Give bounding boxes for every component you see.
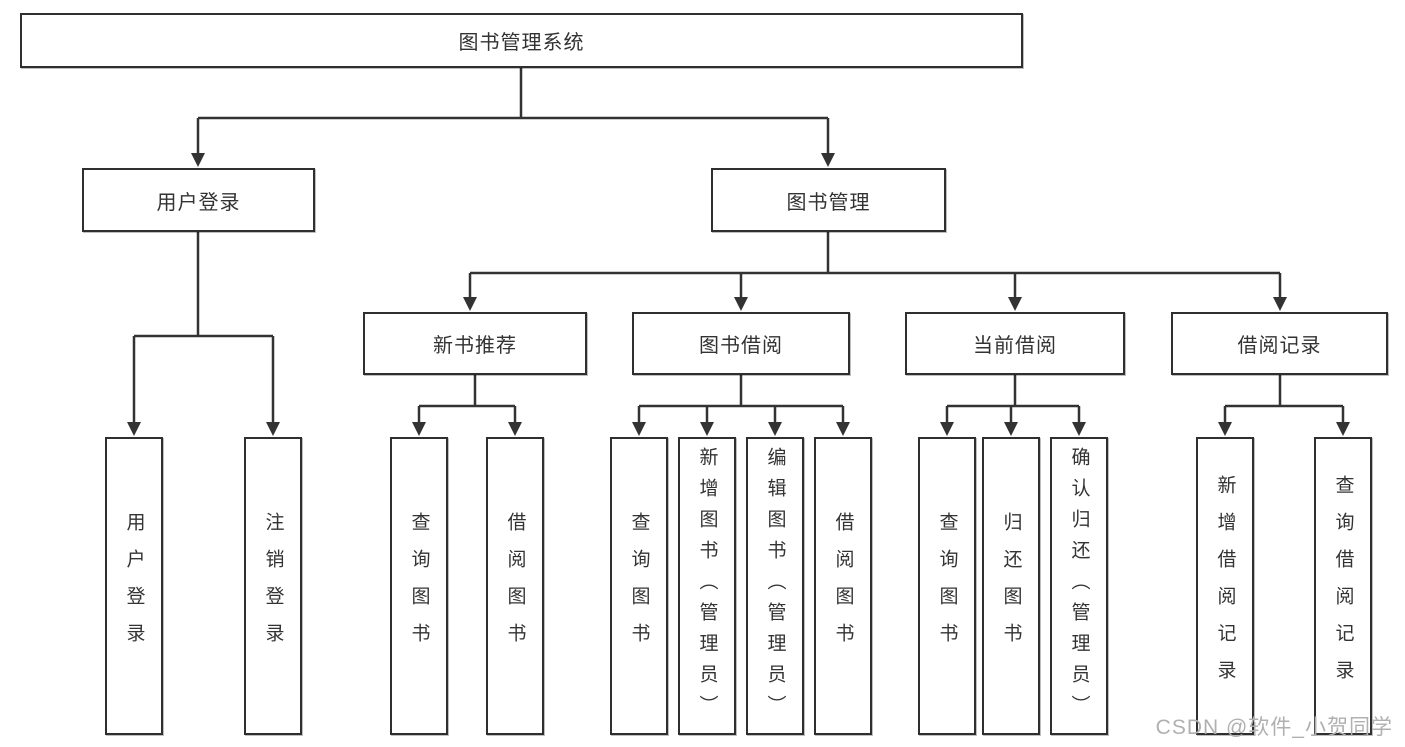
node-book-borrow: 图书借阅 <box>632 312 850 375</box>
leaf-query-book: 查询图书 <box>610 437 668 735</box>
leaf-query-book: 查询图书 <box>390 437 448 735</box>
node-book-management: 图书管理 <box>711 168 946 232</box>
node-current-borrow: 当前借阅 <box>905 312 1125 375</box>
leaf-label: 编辑图书（管理员） <box>764 446 786 726</box>
leaf-query-book: 查询图书 <box>918 437 976 735</box>
leaf-label: 查询图书 <box>936 512 958 660</box>
node-label: 借阅记录 <box>1237 335 1322 357</box>
arrowhead <box>127 422 141 436</box>
arrowhead <box>836 422 850 436</box>
node-label: 当前借阅 <box>973 335 1057 357</box>
arrowhead <box>1218 422 1232 436</box>
arrowhead <box>700 422 714 436</box>
leaf-label: 确认归还（管理员） <box>1068 446 1090 726</box>
arrowhead <box>412 422 426 436</box>
arrowhead <box>821 153 835 167</box>
leaf-label: 用户登录 <box>123 512 145 660</box>
arrowhead <box>1072 422 1086 436</box>
arrowhead <box>768 422 782 436</box>
arrowhead <box>1004 422 1018 436</box>
arrowhead <box>463 297 477 311</box>
node-label: 图书管理系统 <box>458 32 585 54</box>
node-new-book-recommend: 新书推荐 <box>363 312 587 375</box>
arrowhead <box>1336 422 1350 436</box>
leaf-label: 注销登录 <box>262 512 284 660</box>
leaf-query-borrow-record: 查询借阅记录 <box>1314 437 1372 735</box>
leaf-label: 借阅图书 <box>504 512 526 660</box>
leaf-confirm-return-admin: 确认归还（管理员） <box>1050 437 1108 735</box>
arrowhead <box>734 297 748 311</box>
arrowhead <box>632 422 646 436</box>
leaf-label: 借阅图书 <box>832 512 854 660</box>
arrowhead <box>266 422 280 436</box>
leaf-label: 归还图书 <box>1000 512 1022 660</box>
leaf-return-book: 归还图书 <box>982 437 1040 735</box>
leaf-label: 新增图书（管理员） <box>696 446 718 726</box>
node-label: 图书借阅 <box>699 335 783 357</box>
leaf-label: 新增借阅记录 <box>1214 475 1236 697</box>
leaf-borrow-book: 借阅图书 <box>814 437 872 735</box>
arrowhead <box>508 422 522 436</box>
arrowhead <box>191 153 205 167</box>
leaf-logout: 注销登录 <box>244 437 302 735</box>
node-label: 用户登录 <box>156 191 241 214</box>
node-label: 新书推荐 <box>433 335 517 357</box>
connector-path <box>132 68 1345 422</box>
arrowhead <box>940 422 954 436</box>
node-library-management-system: 图书管理系统 <box>20 13 1023 68</box>
node-user-login: 用户登录 <box>82 168 315 232</box>
node-label: 图书管理 <box>786 191 871 214</box>
arrowhead <box>1008 297 1022 311</box>
leaf-label: 查询借阅记录 <box>1332 475 1354 697</box>
arrowhead <box>1273 297 1287 311</box>
node-borrow-record: 借阅记录 <box>1171 312 1388 375</box>
leaf-label: 查询图书 <box>628 512 650 660</box>
leaf-add-borrow-record: 新增借阅记录 <box>1196 437 1254 735</box>
leaf-label: 查询图书 <box>408 512 430 660</box>
leaf-add-book-admin: 新增图书（管理员） <box>678 437 736 735</box>
leaf-user-login: 用户登录 <box>105 437 163 735</box>
leaf-edit-book-admin: 编辑图书（管理员） <box>746 437 804 735</box>
leaf-borrow-book: 借阅图书 <box>486 437 544 735</box>
